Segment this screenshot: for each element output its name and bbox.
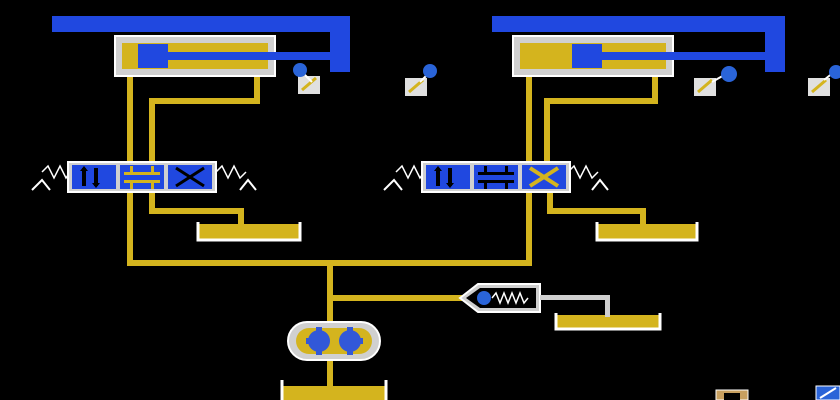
control-panel-icon[interactable] [715, 389, 749, 400]
gear-pump-icon[interactable] [287, 321, 381, 361]
limit-switch-icon[interactable] [405, 64, 437, 96]
hydraulic-pipe-network [127, 74, 697, 400]
limit-switch-icon[interactable] [293, 63, 320, 94]
limit-switch-icon[interactable] [694, 66, 737, 96]
limit-switch-icon[interactable] [808, 65, 840, 96]
hydraulic-cylinder-icon [52, 16, 350, 77]
control-panel-icon[interactable] [815, 385, 840, 400]
pressure-relief-valve-icon[interactable] [458, 283, 610, 317]
hydraulic-cylinder-icon [492, 16, 785, 77]
directional-valve-icon[interactable] [383, 161, 609, 193]
reservoir-tank-icon [196, 222, 699, 400]
directional-valve-icon[interactable] [31, 161, 257, 193]
